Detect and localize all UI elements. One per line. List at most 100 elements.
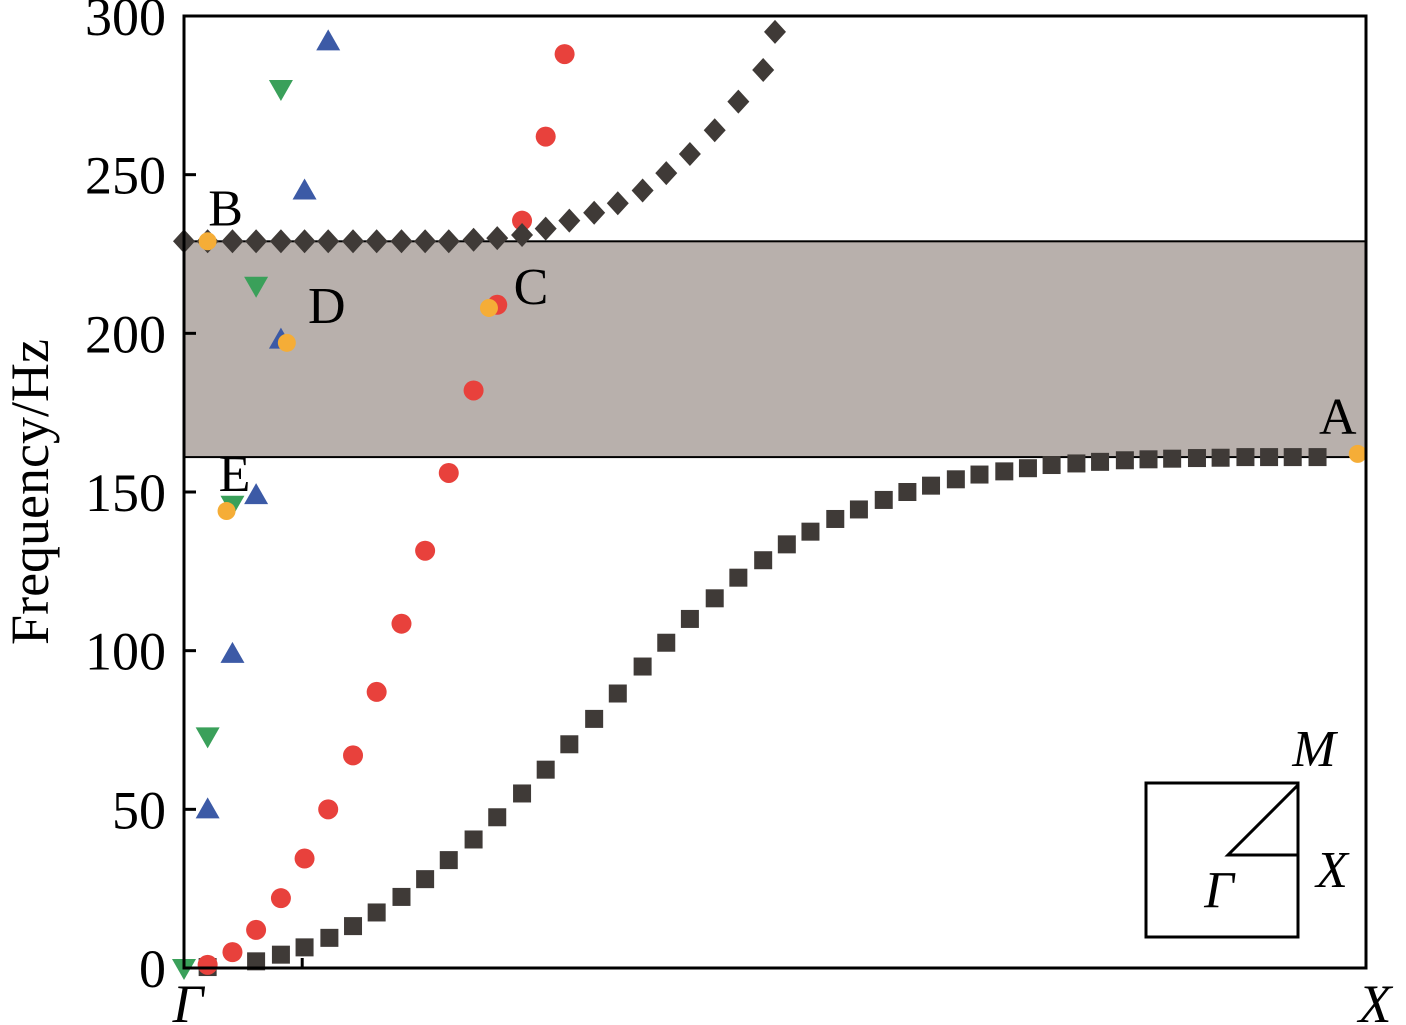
square-point [295, 938, 314, 957]
square-point [1163, 449, 1182, 468]
square-point [874, 490, 893, 509]
square-point [922, 476, 941, 495]
square-point [1211, 448, 1230, 467]
annotation-label-e: E [219, 446, 251, 503]
circle-point [246, 919, 267, 940]
brillouin-zone-inset: M X Γ [1144, 721, 1350, 939]
x-tick-label-x: X [1357, 974, 1394, 1025]
square-point [898, 483, 917, 501]
triangle-down-point [244, 276, 269, 298]
annotation-point-d [277, 333, 296, 352]
triangle-up-point [316, 29, 341, 51]
circle-point [512, 210, 533, 231]
inset-label-x: X [1314, 842, 1350, 899]
square-point [1260, 448, 1279, 467]
square-point [946, 470, 965, 489]
square-point [1236, 448, 1255, 467]
square-point [439, 851, 458, 870]
circle-point [197, 954, 218, 975]
square-point [344, 917, 363, 936]
square-point [464, 830, 483, 849]
square-point [1187, 449, 1206, 468]
diamond-point [293, 229, 316, 254]
inset-label-m: M [1291, 721, 1338, 778]
diamond-point [342, 229, 365, 254]
diamond-point [631, 178, 654, 203]
circle-point [535, 126, 556, 147]
diamond-point [727, 89, 750, 114]
square-point [680, 609, 699, 628]
square-point [1042, 456, 1061, 475]
square-point [271, 945, 290, 964]
diamond-point [703, 118, 726, 143]
triangle-up-point [220, 641, 245, 663]
triangle-up-point [195, 797, 220, 819]
circle-point [270, 888, 291, 909]
y-tick-label: 300 [85, 0, 166, 47]
square-point [1091, 452, 1110, 471]
square-point [560, 735, 579, 754]
x-tick-label-gamma: Γ [172, 974, 206, 1025]
diamond-point [462, 227, 485, 252]
inset-label-gamma: Γ [1203, 862, 1236, 919]
square-point [608, 684, 627, 703]
circle-point [294, 848, 315, 869]
diamond-point [511, 222, 534, 247]
annotation-label-d: D [308, 278, 346, 335]
square-point [705, 589, 724, 608]
square-point [488, 808, 507, 827]
square-point [367, 903, 386, 922]
triangle-down-point [268, 79, 293, 101]
y-tick-label: 250 [85, 146, 166, 206]
square-point [416, 870, 435, 889]
band-gap [183, 240, 1367, 459]
y-tick-label: 0 [139, 939, 166, 999]
square-point [970, 465, 989, 484]
annotation-label-c: C [514, 259, 549, 316]
square-point [754, 551, 773, 570]
diamond-point [390, 229, 413, 254]
annotation-label-a: A [1319, 389, 1357, 446]
square-point [1067, 454, 1086, 473]
square-point [513, 784, 532, 803]
diamond-point [365, 229, 388, 254]
circle-point [438, 462, 459, 483]
square-point [633, 657, 652, 676]
square-point [585, 709, 604, 728]
square-point [1115, 451, 1134, 470]
triangle-down-point [195, 727, 220, 749]
diamond-point [221, 229, 244, 254]
y-tick-label: 150 [85, 463, 166, 523]
circle-point [554, 44, 575, 65]
square-point [729, 568, 748, 587]
circle-point [222, 942, 243, 963]
diamond-point [437, 229, 460, 254]
square-point [1308, 448, 1327, 467]
diamond-point [764, 19, 786, 44]
annotation-point-e [217, 502, 236, 521]
circle-point [415, 540, 436, 561]
diamond-point [269, 229, 292, 254]
diamond-point [414, 229, 437, 254]
circle-point [391, 613, 412, 634]
annotation-point-a [1348, 444, 1367, 463]
diamond-point [486, 226, 509, 251]
diamond-point [752, 57, 775, 82]
square-point [1139, 450, 1158, 469]
square-point [247, 952, 266, 971]
triangle-up-point [244, 483, 269, 505]
annotation-point-b [198, 232, 217, 251]
square-point [1018, 459, 1037, 478]
y-tick-label: 100 [85, 622, 166, 682]
diamond-point [583, 200, 606, 225]
square-point [995, 462, 1014, 481]
circle-point [318, 799, 339, 820]
y-axis-title: Frequency/Hz [0, 339, 60, 645]
diamond-point [317, 229, 340, 254]
diamond-point [678, 142, 701, 167]
diamond-point [558, 208, 581, 233]
square-point [849, 500, 868, 519]
circle-point [343, 745, 364, 766]
square-point [536, 760, 555, 779]
